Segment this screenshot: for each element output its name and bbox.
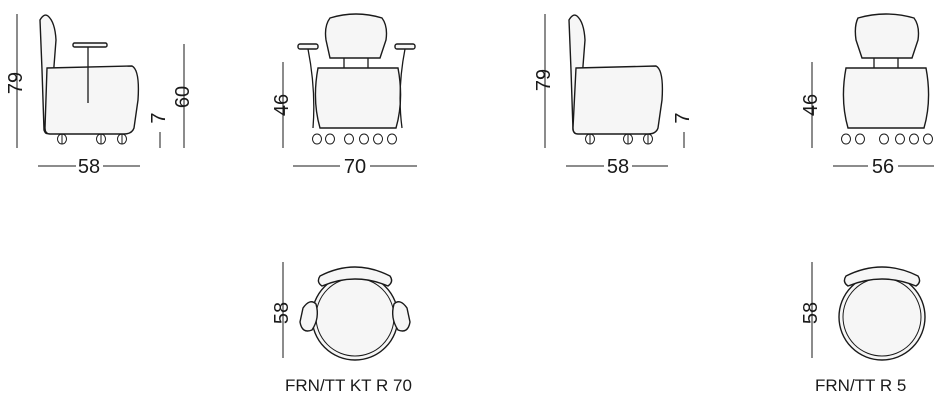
dim-width: 58 [607,156,629,178]
casters [312,133,397,145]
seat-body [842,67,930,129]
armrest-pad-left [297,43,319,50]
side-view-chair: 79 7 58 [533,14,694,178]
dim-height-table: 60 [172,86,194,108]
dim-width: 58 [78,156,100,178]
dim-depth: 58 [271,302,293,324]
backrest [324,13,388,59]
seat-outline [311,273,399,361]
front-view-chair: 46 56 [800,13,934,178]
dim-height-back: 79 [533,69,555,91]
dim-seat-gap: 7 [672,112,694,123]
dim-width: 70 [344,156,366,178]
seat-outline [838,273,926,361]
armrest-right [399,48,406,129]
dim-seat-gap: 7 [148,112,170,123]
side-view-armchair: 79 60 7 58 [5,14,194,178]
backrest [854,13,920,59]
seat-body [314,67,402,129]
backrest-top [843,266,921,287]
armrest-left [307,48,315,129]
dim-width: 56 [872,156,894,178]
backrest-top [317,266,393,287]
model-caption: FRN/TT KT R 70 [285,376,412,395]
seat-body [572,65,664,135]
casters [841,133,933,145]
top-view-chair: 58 FRN/TT R 5 [800,262,926,395]
seat-body [44,65,140,135]
dim-seat-height: 46 [271,94,293,116]
dim-height-back: 79 [5,72,27,94]
casters [57,133,127,145]
dim-depth: 58 [800,302,822,324]
top-view-armchair: 58 FRN/TT KT R 70 [271,262,412,395]
front-view-armchair: 46 70 [271,13,417,178]
armrest-pad-right [394,43,416,50]
writing-tablet [72,42,108,48]
armrest-right-top [391,301,411,332]
model-caption: FRN/TT R 5 [815,376,906,395]
armrest-left-top [299,301,319,332]
casters [585,133,653,145]
dim-seat-height: 46 [800,94,822,116]
